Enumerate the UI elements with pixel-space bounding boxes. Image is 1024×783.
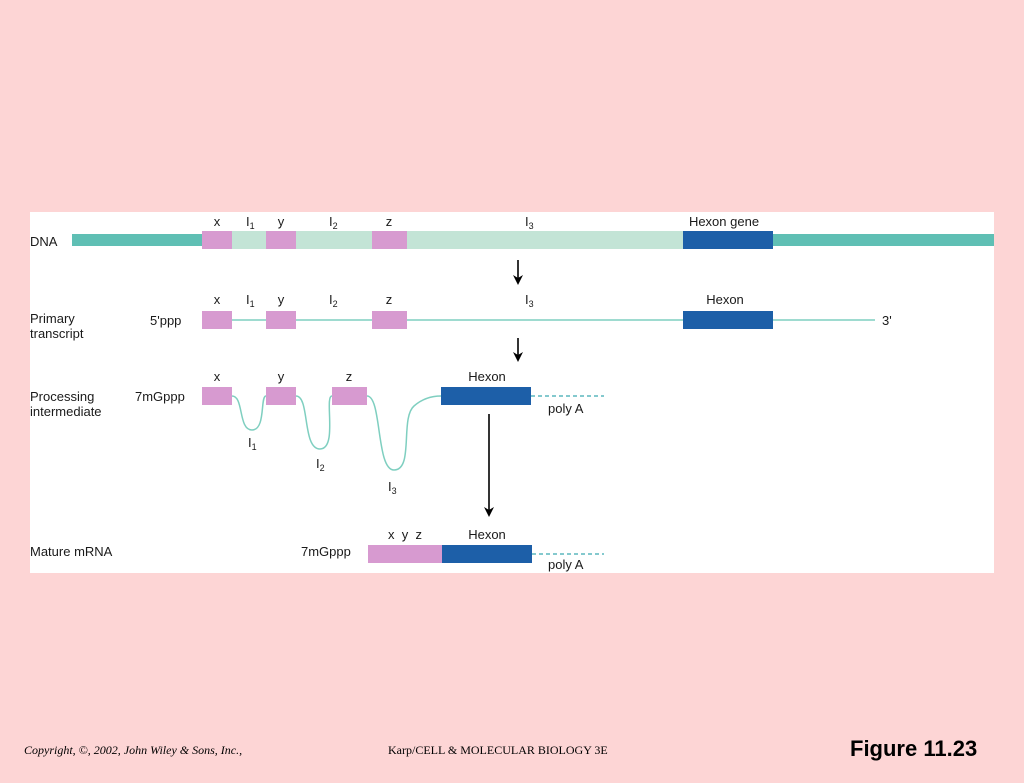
primary-exon-z [372, 311, 407, 329]
dna-intron-3-label: I3 [525, 214, 534, 231]
intron-3-loop [366, 395, 442, 471]
primary-exon-x-label: x [214, 292, 221, 307]
primary-intron-3-label: I3 [525, 292, 534, 309]
primary-three-prime-label: 3' [882, 313, 892, 328]
mature-cap-label: 7mGppp [301, 544, 351, 559]
dna-exon-x-label: x [214, 214, 221, 229]
dna-gene-region [202, 231, 683, 249]
dna-exon-z [372, 231, 407, 249]
processing-intron-1-label: I1 [248, 435, 257, 452]
primary-exon-y-label: y [278, 292, 285, 307]
primary-exon-y [266, 311, 296, 329]
processing-intron-2-label: I2 [316, 456, 325, 473]
mature-poly-a-label: poly A [548, 557, 584, 572]
copyright-text: Copyright, ©, 2002, John Wiley & Sons, I… [24, 743, 243, 757]
processing-exon-x-label: x [214, 369, 221, 384]
processing-exon-z [332, 387, 367, 405]
processing-intron-3-label: I3 [388, 479, 397, 496]
mature-exons-label: x y z [388, 527, 422, 542]
dna-exon-x [202, 231, 232, 249]
processing-exon-y-label: y [278, 369, 285, 384]
figure-number: Figure 11.23 [850, 736, 978, 761]
dna-intron-1-label: I1 [246, 214, 255, 231]
dna-label: DNA [30, 234, 58, 249]
processing-label-line2: intermediate [30, 404, 102, 419]
primary-hexon-label: Hexon [706, 292, 744, 307]
processing-label-line1: Processing [30, 389, 94, 404]
primary-intron-1-label: I1 [246, 292, 255, 309]
mature-exons-xyz [368, 545, 442, 563]
mature-hexon-label: Hexon [468, 527, 506, 542]
primary-label-line1: Primary [30, 311, 75, 326]
mature-label: Mature mRNA [30, 544, 113, 559]
dna-exon-y-label: y [278, 214, 285, 229]
processing-hexon-label: Hexon [468, 369, 506, 384]
book-title: Karp/CELL & MOLECULAR BIOLOGY 3E [388, 743, 608, 757]
primary-exon-x [202, 311, 232, 329]
intron-1-loop [231, 395, 267, 431]
mature-hexon [442, 545, 532, 563]
splicing-diagram: DNA x I1 y I2 z I3 Hexon gene Primary tr… [30, 214, 994, 572]
processing-cap-label: 7mGppp [135, 389, 185, 404]
processing-exon-x [202, 387, 232, 405]
dna-hexon-gene [683, 231, 773, 249]
dna-intron-2-label: I2 [329, 214, 338, 231]
primary-intron-2-label: I2 [329, 292, 338, 309]
intron-2-loop [295, 395, 333, 450]
dna-exon-z-label: z [386, 214, 393, 229]
processing-exon-y [266, 387, 296, 405]
primary-exon-z-label: z [386, 292, 393, 307]
primary-hexon [683, 311, 773, 329]
primary-label-line2: transcript [30, 326, 84, 341]
dna-hexon-gene-label: Hexon gene [689, 214, 759, 229]
processing-hexon [441, 387, 531, 405]
processing-exon-z-label: z [346, 369, 353, 384]
dna-exon-y [266, 231, 296, 249]
figure-panel: DNA x I1 y I2 z I3 Hexon gene Primary tr… [30, 212, 994, 573]
processing-poly-a-label: poly A [548, 401, 584, 416]
primary-five-prime-label: 5'ppp [150, 313, 181, 328]
